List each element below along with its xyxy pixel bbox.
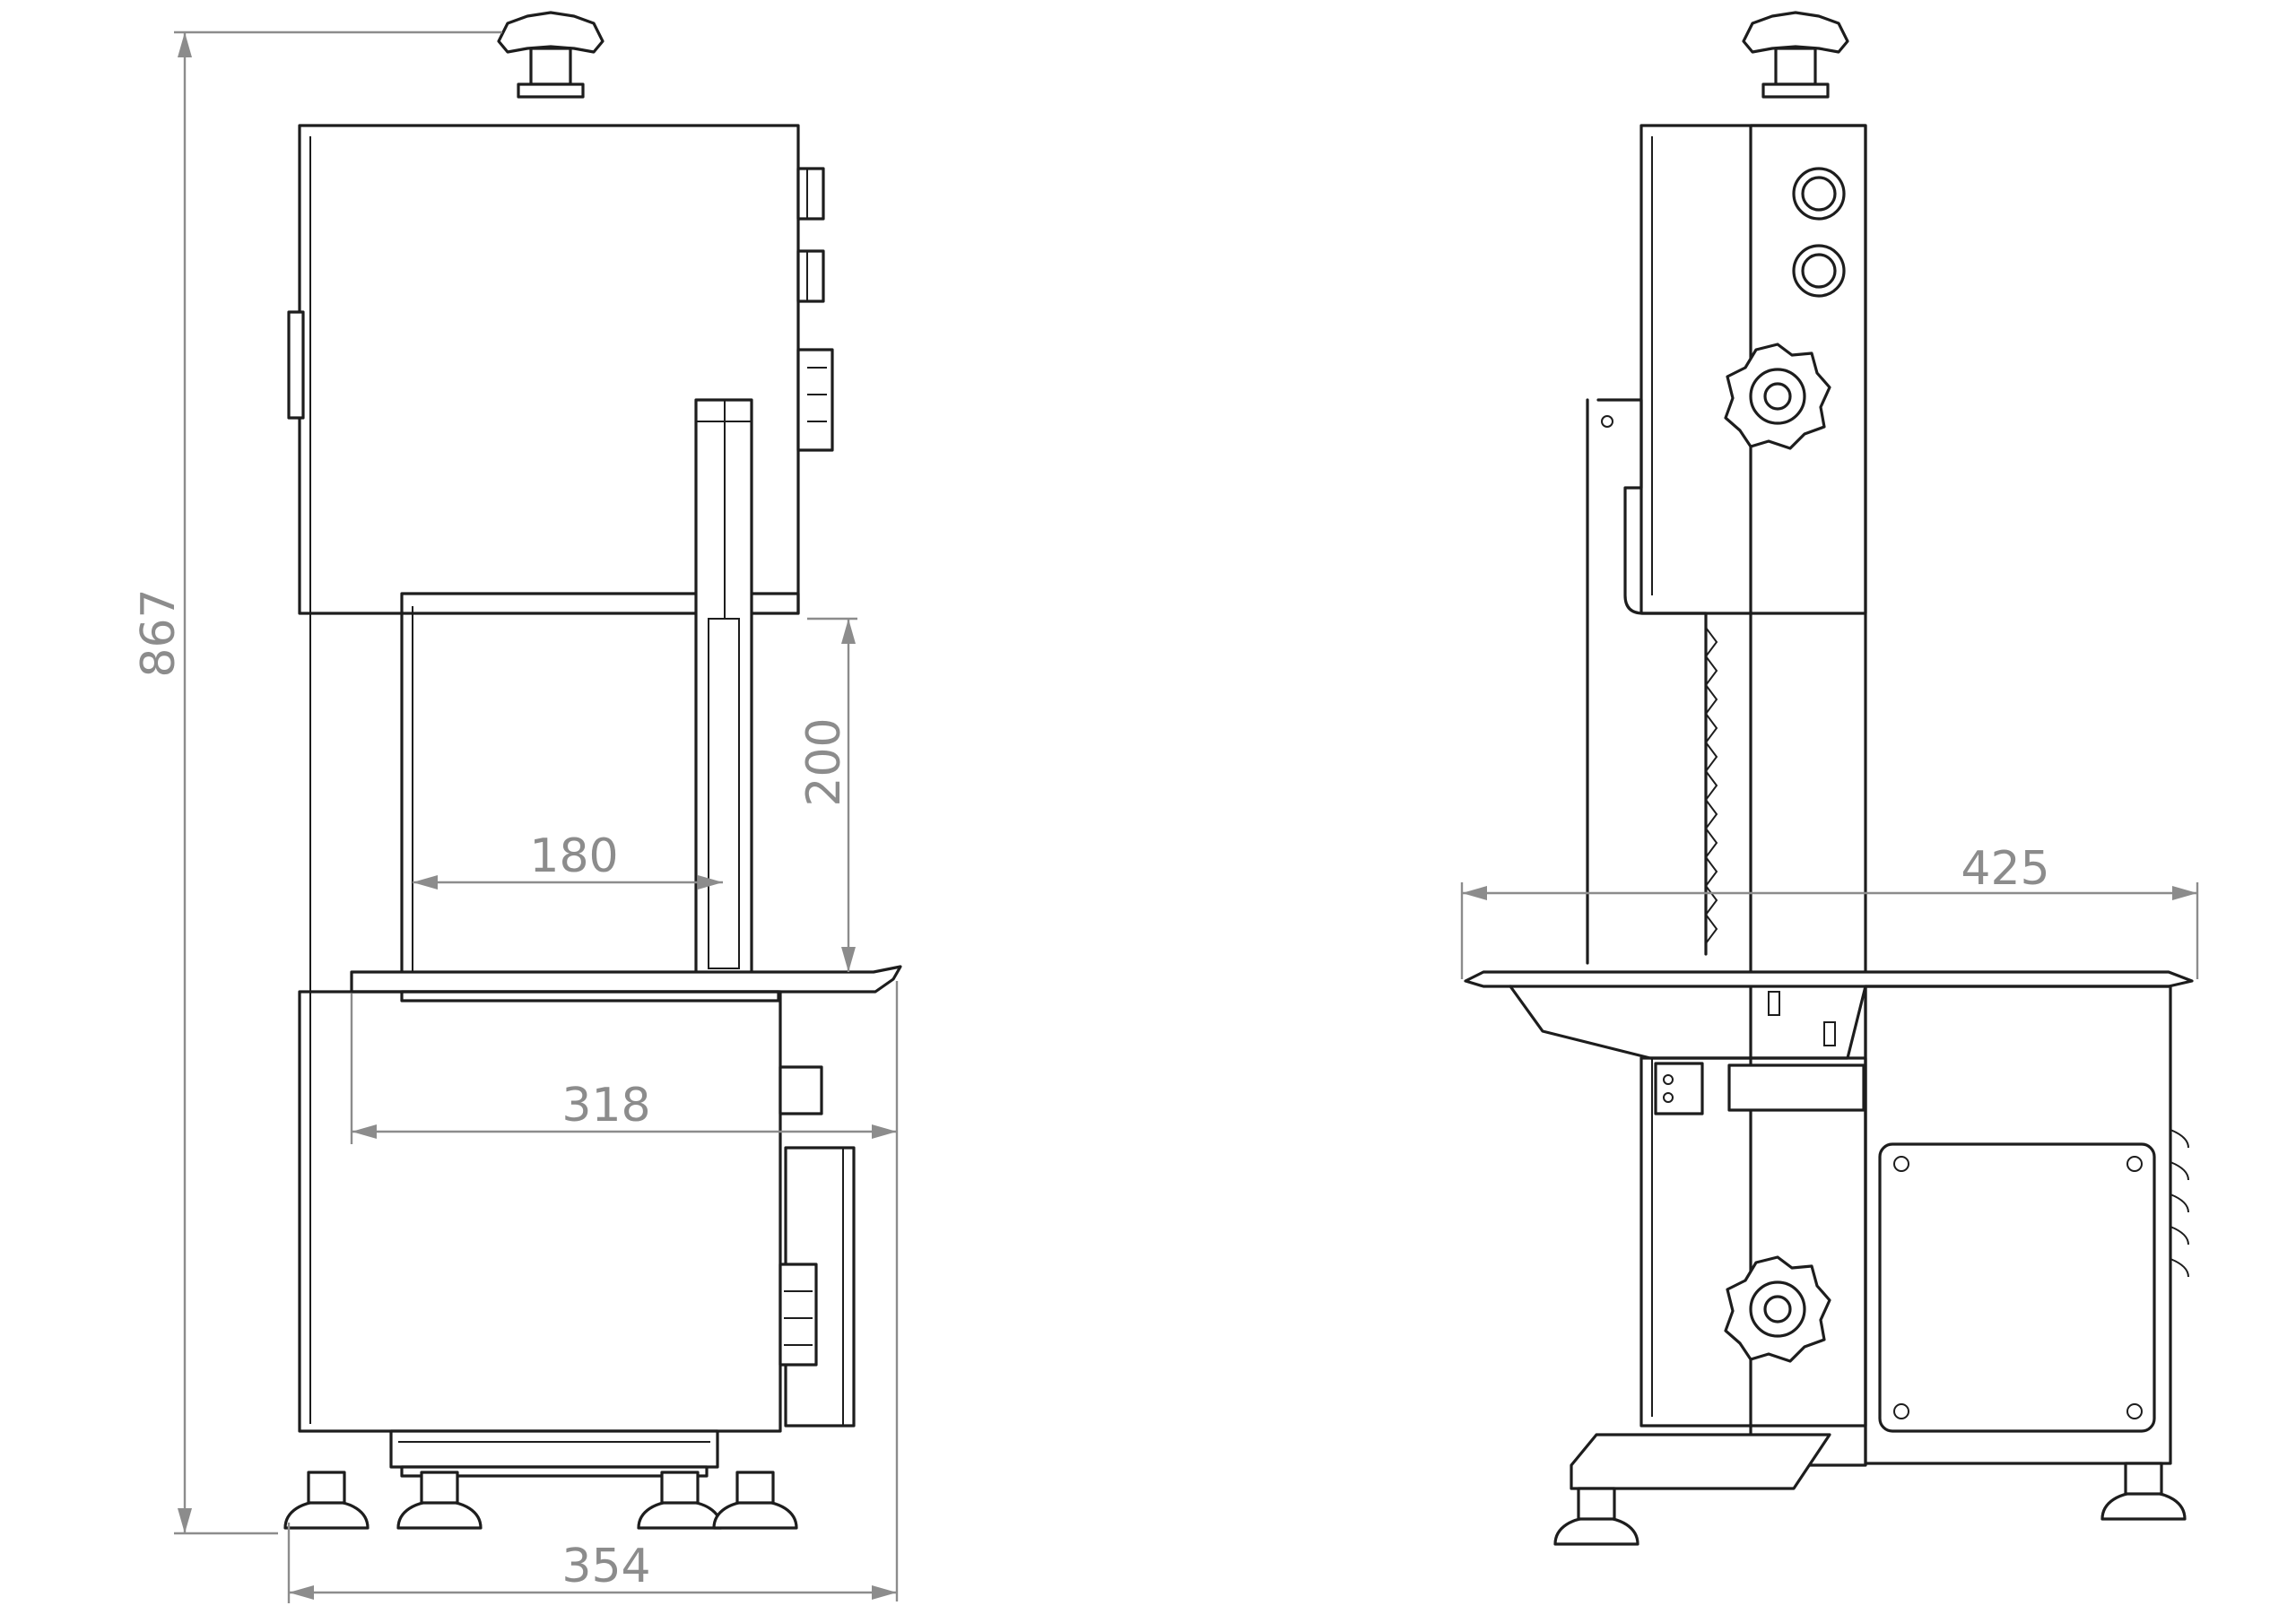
dimension-side-depth: 425 xyxy=(1460,842,2199,979)
dimension-base-width: 354 xyxy=(287,1523,897,1603)
front-table xyxy=(350,965,902,1002)
dimension-cut-height: 200 xyxy=(797,617,857,972)
front-base xyxy=(389,1429,719,1478)
front-upper-housing xyxy=(287,124,834,1424)
side-motor-housing xyxy=(1864,985,2189,1465)
side-column xyxy=(1639,124,1867,1467)
side-table xyxy=(1464,970,2194,1060)
side-upper-tension-knob xyxy=(1724,343,1831,450)
front-lower-cabinet xyxy=(298,990,856,1433)
dimension-cut-width: 180 xyxy=(413,829,723,890)
front-blade-guide xyxy=(694,398,753,976)
side-lower-column xyxy=(1639,1056,1867,1428)
front-top-knob xyxy=(497,11,604,99)
side-lower-tension-knob xyxy=(1724,1255,1831,1363)
side-sockets xyxy=(1792,167,1846,298)
dimension-label-867: 867 xyxy=(132,588,186,677)
dimension-height-total: 867 xyxy=(132,30,502,1535)
side-view xyxy=(1464,11,2194,1546)
dimension-label-354: 354 xyxy=(561,1540,650,1593)
side-blade-guard xyxy=(1586,398,1718,965)
side-base xyxy=(1570,1433,1831,1490)
dimension-label-200: 200 xyxy=(797,717,851,806)
dimension-label-425: 425 xyxy=(1961,842,2049,896)
dimension-label-318: 318 xyxy=(561,1079,650,1133)
front-feet xyxy=(283,1471,798,1530)
front-cutting-area xyxy=(400,592,800,974)
dimension-label-180: 180 xyxy=(529,829,618,883)
dimension-table-width: 318 xyxy=(350,981,899,1601)
side-top-knob xyxy=(1742,11,1849,99)
